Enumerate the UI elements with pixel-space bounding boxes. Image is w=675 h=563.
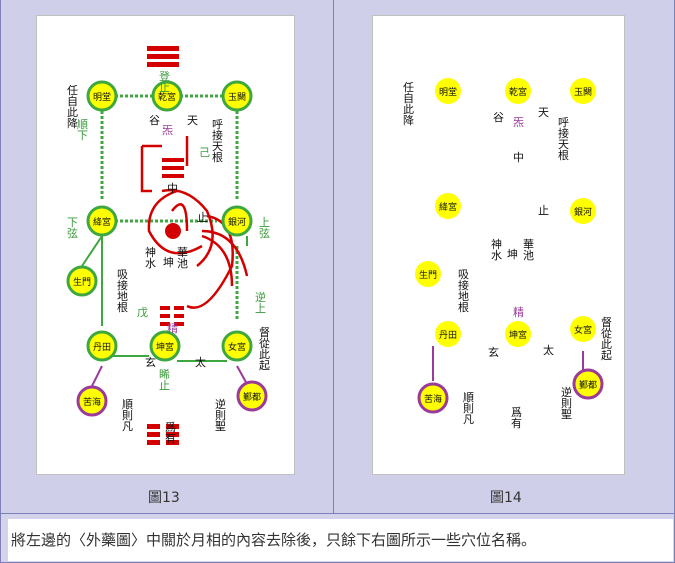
text-shangxian: 上弦	[259, 216, 270, 240]
text-huxijie: 呼接天根	[212, 118, 223, 164]
center-dot	[165, 223, 181, 239]
node-jianggong: 絳宮	[93, 216, 111, 228]
text-nishang: 逆上	[255, 290, 266, 315]
text-zhi: 止	[197, 211, 208, 224]
nodes-purple	[417, 368, 604, 414]
node-yedu: 鄞都	[243, 391, 261, 403]
node-qiangong: 乾宮	[509, 86, 527, 98]
trigram-bottom	[147, 424, 179, 445]
text-shunze: 順則凡	[463, 391, 474, 426]
node-dantian: 丹田	[93, 342, 111, 353]
text-renzi: 任自此降	[67, 84, 78, 130]
figure-13: 明堂 乾宮 玉闕 絳宮 銀河 生門 丹田 坤宮 女宮 苦海 鄞都 任自此降 谷 …	[36, 15, 295, 475]
node-nvgong: 女宮	[228, 341, 246, 353]
node-labels: 明堂 乾宮 玉闕 絳宮 銀河 生門 丹田 坤宮 女宮 苦海 鄞都	[73, 91, 261, 408]
node-mingtang: 明堂	[93, 91, 111, 103]
text-du: 督從此起	[601, 315, 612, 362]
text-xijie: 吸接地根	[117, 268, 128, 314]
text-weiyou: 爲有	[511, 406, 522, 430]
text-wu: 戊	[137, 306, 148, 319]
node-shengmen: 生門	[419, 269, 437, 281]
text-renzi: 任自此降	[403, 81, 414, 127]
text-jing: 精	[513, 306, 524, 319]
node-dantian: 丹田	[439, 330, 457, 341]
text-tai: 太	[543, 344, 554, 357]
node-yuque: 玉闕	[574, 87, 592, 98]
text-tian: 天	[538, 106, 549, 119]
text-gu: 谷	[493, 111, 504, 124]
node-nvgong: 女宮	[574, 324, 592, 336]
text-ji: 己	[199, 146, 210, 159]
trigram-mid	[160, 158, 184, 326]
text-shunxia: 順下	[77, 118, 88, 142]
text-shenshui: 神水	[491, 237, 502, 262]
text-jing: 精	[167, 322, 178, 335]
node-kuhai: 苦海	[424, 393, 442, 405]
node-kuhai: 苦海	[83, 396, 101, 408]
text-nize: 逆則聖	[561, 385, 572, 421]
text-tai: 太	[195, 356, 206, 369]
node-jianggong: 絳宮	[439, 201, 457, 213]
text-zhong: 中	[513, 151, 524, 164]
figure-14-label: 圖14	[490, 490, 522, 506]
text-dengzhi: 登止	[159, 69, 170, 94]
node-labels: 明堂 乾宮 玉闕 絳宮 銀河 生門 丹田 坤宮 女宮 苦海 鄞都	[419, 86, 597, 405]
node-kungong: 坤宮	[156, 341, 174, 353]
text-gu: 谷	[149, 114, 160, 127]
node-mingtang: 明堂	[439, 86, 457, 98]
text-xi: 炁	[513, 116, 524, 129]
figure-13-label: 圖13	[148, 490, 180, 506]
text-xijie: 吸接地根	[458, 268, 469, 314]
text-zhong: 中	[167, 182, 178, 195]
text-kun: 坤	[163, 255, 174, 269]
text-huachi: 華池	[523, 238, 534, 262]
text-weiyou: 爲有	[165, 421, 176, 445]
text-nize: 逆則聖	[215, 397, 226, 433]
nodes-purple	[76, 380, 268, 417]
vertical-divider	[333, 0, 334, 513]
figure-13-diagram: 明堂 乾宮 玉闕 絳宮 銀河 生門 丹田 坤宮 女宮 苦海 鄞都 任自此降 谷 …	[66, 46, 270, 445]
figure-14: 明堂 乾宮 玉闕 絳宮 銀河 生門 丹田 坤宮 女宮 苦海 鄞都 任自此降 谷 …	[372, 15, 625, 475]
red-spiral	[140, 136, 249, 309]
figure-14-diagram: 明堂 乾宮 玉闕 絳宮 銀河 生門 丹田 坤宮 女宮 苦海 鄞都 任自此降 谷 …	[403, 78, 612, 430]
text-shenshui: 神水	[145, 245, 156, 270]
node-shengmen: 生門	[73, 276, 91, 288]
caption: 將左邊的〈外藥圖〉中關於月相的內容去除後，只餘下右圖所示一些穴位名稱。	[8, 519, 673, 561]
text-xiaxian: 下弦	[67, 216, 78, 240]
text-zhi: 止	[538, 204, 549, 217]
nodes-yellow	[415, 78, 596, 347]
figure-14-texts: 任自此降 谷 天 炁 中 呼接天根 止 神水 坤 華池 吸接地根 精 玄 太 督…	[403, 81, 612, 430]
text-shuzhi: 睎止	[159, 368, 170, 392]
text-shunze: 順則凡	[122, 398, 133, 433]
node-kungong: 坤宮	[509, 329, 527, 341]
node-yinhe: 銀河	[228, 216, 246, 228]
node-yinhe: 銀河	[574, 206, 592, 218]
purple-lines	[91, 365, 248, 387]
node-yedu: 鄞都	[579, 379, 597, 391]
figure-13-texts: 任自此降 谷 天 炁 己 中 呼接天根 止 順下 下弦 上弦 逆上 神水 坤 華…	[67, 69, 270, 445]
text-huachi: 華池	[177, 246, 188, 270]
text-huxijie: 呼接天根	[558, 116, 569, 162]
text-du: 督從此起	[259, 325, 270, 372]
node-qiangong: 乾宮	[158, 91, 176, 103]
text-kun: 坤	[507, 247, 518, 261]
horizontal-divider	[0, 513, 675, 514]
text-xuan: 玄	[488, 345, 499, 359]
text-xi: 炁	[162, 124, 173, 137]
purple-lines	[432, 346, 584, 381]
nodes-green	[66, 80, 253, 362]
node-yuque: 玉闕	[228, 92, 246, 103]
trigram-top	[147, 46, 179, 67]
text-xuan: 玄	[145, 355, 156, 369]
text-tian: 天	[187, 114, 198, 127]
